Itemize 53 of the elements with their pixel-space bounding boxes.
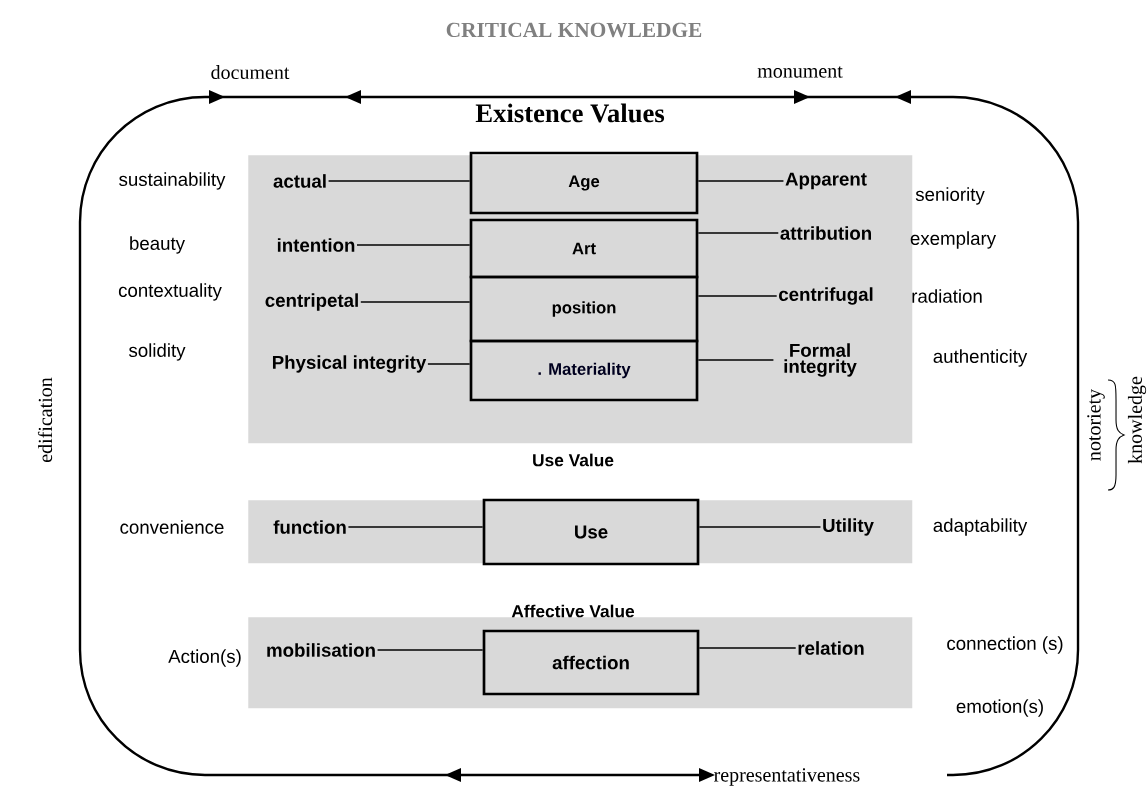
term: mobilisation [267, 643, 375, 657]
connector-line [327, 180, 471, 182]
node-label: Existence Values [475, 103, 665, 123]
connector-line [698, 647, 797, 649]
label: solidity [129, 343, 186, 361]
label: exemplary [910, 231, 996, 249]
value-box: . Materiality [469, 339, 699, 402]
term: actual [273, 174, 326, 188]
term: Formal integrity [784, 343, 857, 377]
term: centrifugal [779, 287, 873, 305]
label: emotion(s) [956, 699, 1043, 717]
label: sustainability [119, 172, 226, 190]
title: CRITICAL KNOWLEDGE [446, 22, 702, 38]
label: beauty [130, 236, 185, 254]
connector-line [376, 649, 484, 651]
value-box: Age [469, 151, 699, 215]
term: Apparent [785, 172, 867, 190]
label: connection (s) [947, 636, 1063, 654]
connector-line [356, 244, 471, 246]
connector-line [697, 359, 775, 361]
label: monument [757, 66, 843, 78]
value-box: position [469, 275, 699, 343]
label: authenticity [933, 349, 1028, 367]
label: edification [37, 377, 53, 462]
label: knowledge [1127, 376, 1147, 464]
term: centripetal [265, 293, 358, 311]
connector-line [347, 526, 484, 528]
term: function [273, 520, 346, 534]
connector-line [427, 363, 471, 365]
value-box: affection [482, 629, 700, 696]
value-box: Use [482, 498, 700, 566]
connector-line [697, 295, 778, 297]
value-box: Art [469, 218, 699, 279]
connector-line [697, 232, 779, 234]
term: relation [798, 641, 864, 655]
node-label: Affective Value [511, 604, 635, 618]
label: contextuality [118, 283, 222, 301]
label: adaptability [933, 518, 1028, 536]
term: attribution [780, 226, 871, 240]
node-label: Use Value [533, 453, 614, 467]
connector-line [697, 180, 785, 182]
label: radiation [912, 289, 982, 303]
label: notoriety [1087, 389, 1105, 461]
connector-line [360, 301, 471, 303]
term: Utility [823, 518, 874, 536]
label: Action(s) [168, 649, 241, 667]
connector-line [698, 526, 822, 528]
label: convenience [120, 520, 224, 534]
label: document [211, 65, 290, 80]
label: seniority [915, 187, 985, 205]
term: intention [277, 238, 355, 252]
term: Physical integrity [272, 355, 427, 373]
label: representativeness [714, 768, 860, 786]
